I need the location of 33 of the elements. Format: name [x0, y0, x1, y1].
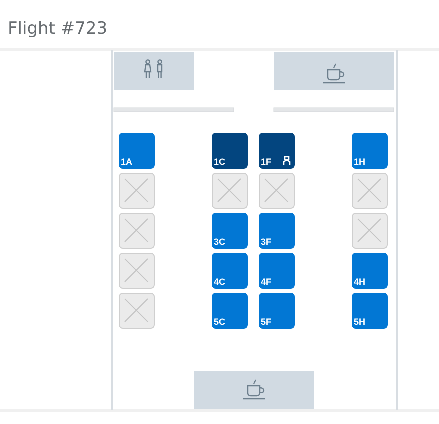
seat-number: 5C	[214, 317, 226, 327]
seat-number: 4F	[261, 277, 272, 287]
unavailable-seat	[119, 213, 155, 249]
available-seat	[352, 253, 388, 289]
available-seat	[119, 133, 155, 169]
seat-number: 1A	[121, 157, 133, 167]
unavailable-seat	[259, 173, 295, 209]
available-seat	[259, 213, 295, 249]
seat-number: 3F	[261, 237, 272, 247]
title: Flight #723	[8, 19, 108, 39]
unavailable-seat	[119, 253, 155, 289]
seat-number: 1F	[261, 157, 272, 167]
seat-number: 3C	[214, 237, 226, 247]
unavailable-seat	[212, 173, 248, 209]
available-seat	[352, 293, 388, 329]
available-seat	[352, 133, 388, 169]
available-seat	[212, 293, 248, 329]
seat-number: 5F	[261, 317, 272, 327]
seat-number: 1C	[214, 157, 226, 167]
unavailable-seat	[119, 173, 155, 209]
unavailable-seat	[352, 173, 388, 209]
unavailable-seat	[352, 213, 388, 249]
seat-number: 4C	[214, 277, 226, 287]
seat-number: 4H	[354, 277, 366, 287]
selected-seat	[212, 133, 248, 169]
available-seat	[259, 293, 295, 329]
seat-number: 5H	[354, 317, 366, 327]
available-seat	[212, 253, 248, 289]
available-seat	[212, 213, 248, 249]
selected-seat	[259, 133, 295, 169]
unavailable-seat	[119, 293, 155, 329]
available-seat	[259, 253, 295, 289]
seat-number: 1H	[354, 157, 366, 167]
